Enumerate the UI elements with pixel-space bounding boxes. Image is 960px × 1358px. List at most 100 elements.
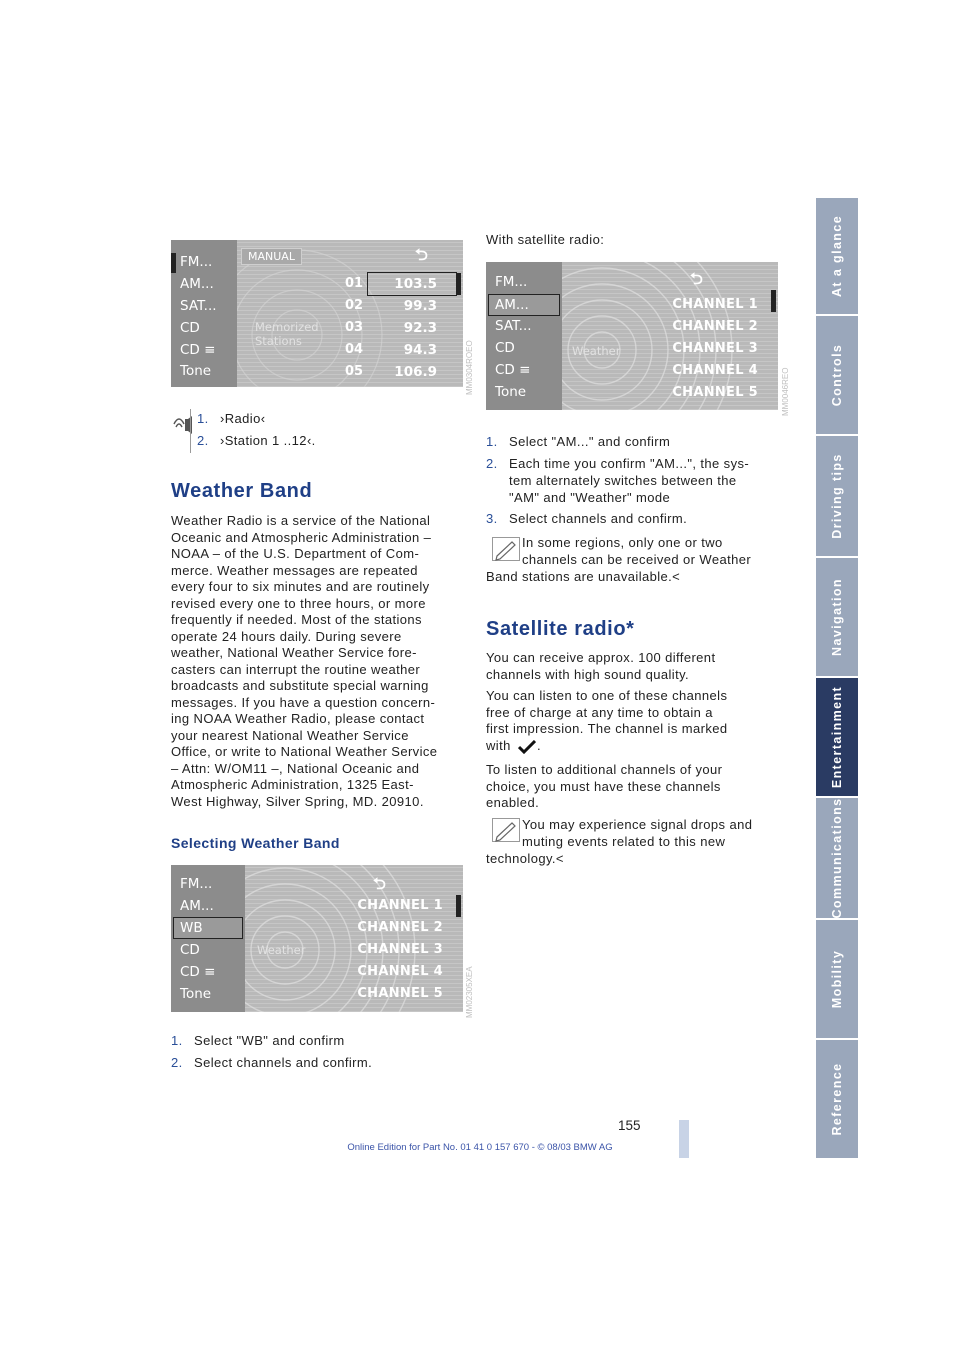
menu-item-sat[interactable]: SAT... (180, 298, 217, 314)
channel-item[interactable]: CHANNEL 2 (357, 920, 443, 935)
channel-item[interactable]: CHANNEL 5 (672, 385, 758, 400)
menu-item-fm[interactable]: FM... (180, 876, 213, 892)
wave-pattern (562, 262, 733, 410)
text-line: weather, National Weather Service fore- (171, 645, 417, 660)
station-number: 03 (345, 320, 364, 335)
text-line: Office, or write to National Weather Ser… (171, 744, 438, 759)
text-line: Oceanic and Atmospheric Administration – (171, 529, 432, 545)
menu-marker (171, 253, 176, 273)
text-line: every four to six minutes and are routin… (171, 579, 430, 594)
back-arrow-icon[interactable]: ⮌ (690, 271, 703, 288)
voice-command-icon (173, 416, 192, 434)
checkmark-icon (518, 740, 536, 754)
menu-item-wb[interactable]: WB (173, 917, 243, 939)
am-step-text: Select channels and confirm. (509, 511, 688, 526)
wave-pattern (245, 865, 416, 1012)
text-line: messages. If you have a question concern… (171, 694, 436, 710)
menu-item-cd-changer[interactable]: CD ≡ (180, 342, 216, 358)
weather-label: Weather (572, 344, 621, 358)
chapter-tabs: At a glance Controls Driving tips Naviga… (816, 198, 858, 1160)
menu-item-cd[interactable]: CD (180, 942, 200, 958)
radio-screen-satellite: FM... AM... SAT... CD CD ≡ Tone ⮌ Weathe… (486, 262, 778, 410)
text-line: free of charge at any time to obtain a (486, 704, 713, 720)
tab-at-a-glance[interactable]: At a glance (816, 198, 858, 316)
back-arrow-icon[interactable]: ⮌ (373, 876, 386, 893)
menu-item-tone[interactable]: Tone (495, 384, 527, 400)
note-line: You may experience signal drops and (522, 817, 753, 832)
note-line: technology.< (486, 851, 564, 866)
image-code: MM0304ROEO (465, 340, 474, 395)
page-marker-bar (679, 1120, 689, 1158)
image-code: MM0046REO (781, 367, 790, 416)
tab-entertainment[interactable]: Entertainment (816, 678, 858, 798)
screen-panel: ⮌ Weather CHANNEL 1 CHANNEL 2 CHANNEL 3 … (245, 865, 463, 1012)
menu-item-cd[interactable]: CD (180, 320, 200, 336)
station-number: 05 (345, 364, 364, 379)
tab-driving-tips[interactable]: Driving tips (816, 436, 858, 558)
tab-navigation[interactable]: Navigation (816, 558, 858, 678)
scrollbar-thumb[interactable] (771, 290, 776, 312)
tab-communications[interactable]: Communications (816, 798, 858, 920)
am-step-text: tem alternately switches between the (509, 473, 737, 488)
channel-item[interactable]: CHANNEL 3 (357, 942, 443, 957)
menu-item-cd-changer[interactable]: CD ≡ (180, 964, 216, 980)
menu-item-sat[interactable]: SAT... (495, 318, 532, 334)
station-frequency[interactable]: 106.9 (394, 364, 437, 380)
text-line: – Attn: W/OM11 –, National Oceanic and (171, 760, 420, 776)
station-frequency[interactable]: 94.3 (403, 342, 437, 358)
text-line: enabled. (486, 795, 540, 810)
satellite-intro: With satellite radio: (486, 232, 605, 247)
menu-item-tone[interactable]: Tone (180, 363, 212, 379)
text-line: You can receive approx. 100 different (486, 650, 716, 665)
weather-band-body: Weather Radio is a service of the Nation… (171, 513, 471, 810)
channel-item[interactable]: CHANNEL 1 (357, 898, 443, 913)
note-pencil-icon (492, 818, 520, 842)
back-arrow-icon[interactable]: ⮌ (415, 247, 428, 264)
manual-label[interactable]: MANUAL (241, 248, 302, 265)
footer-edition: Online Edition for Part No. 01 41 0 157 … (347, 1142, 613, 1153)
menu-item-am[interactable]: AM... (488, 294, 560, 316)
channel-item[interactable]: CHANNEL 5 (357, 986, 443, 1001)
text-line: merce. Weather messages are repeated (171, 562, 418, 578)
channel-item[interactable]: CHANNEL 4 (672, 363, 758, 378)
scrollbar-thumb[interactable] (456, 273, 461, 295)
text-line: with (486, 737, 511, 753)
text-line: choice, you must have these channels (486, 778, 721, 794)
tab-mobility[interactable]: Mobility (816, 920, 858, 1040)
channel-item[interactable]: CHANNEL 3 (672, 341, 758, 356)
heading-satellite-radio: Satellite radio* (486, 618, 635, 640)
screen-menu: FM... AM... SAT... CD CD ≡ Tone (171, 240, 237, 387)
text-line: NOAA – of the U.S. Department of Com- (171, 546, 420, 561)
menu-item-fm[interactable]: FM... (180, 254, 213, 270)
text-line: Weather Radio is a service of the Nation… (171, 513, 431, 528)
tab-controls[interactable]: Controls (816, 316, 858, 436)
note-rule (190, 409, 191, 453)
channel-item[interactable]: CHANNEL 4 (357, 964, 443, 979)
text-line: your nearest National Weather Service (171, 727, 409, 743)
tab-reference[interactable]: Reference (816, 1040, 858, 1160)
menu-item-tone[interactable]: Tone (180, 986, 212, 1002)
menu-item-am[interactable]: AM... (180, 898, 214, 914)
text-line: West Highway, Silver Spring, MD. 20910. (171, 793, 424, 809)
memorized-label-line2: Stations (255, 334, 302, 348)
radio-screen-weather-band: FM... AM... WB CD CD ≡ Tone ⮌ Weather CH… (171, 865, 463, 1012)
channel-item[interactable]: CHANNEL 2 (672, 319, 758, 334)
menu-item-am[interactable]: AM... (180, 276, 214, 292)
note-line: In some regions, only one or two (522, 535, 723, 550)
scrollbar-thumb[interactable] (456, 895, 461, 917)
station-frequency[interactable]: 92.3 (403, 320, 437, 336)
note-line: channels can be received or Weather (522, 552, 752, 567)
memorized-label-line1: Memorized (255, 320, 319, 334)
menu-item-cd-changer[interactable]: CD ≡ (495, 362, 531, 378)
text-line: operate 24 hours daily. During severe (171, 628, 402, 644)
station-frequency[interactable]: 99.3 (403, 298, 437, 314)
menu-item-fm[interactable]: FM... (495, 274, 528, 290)
channel-item[interactable]: CHANNEL 1 (672, 297, 758, 312)
menu-item-cd[interactable]: CD (495, 340, 515, 356)
weather-label: Weather (257, 943, 306, 957)
text-line: frequently if needed. Most of the statio… (171, 612, 422, 627)
station-frequency[interactable]: 103.5 (394, 276, 437, 292)
screen-panel: ⮌ Weather CHANNEL 1 CHANNEL 2 CHANNEL 3 … (562, 262, 778, 410)
image-code: MM02305XEA (465, 966, 474, 1018)
